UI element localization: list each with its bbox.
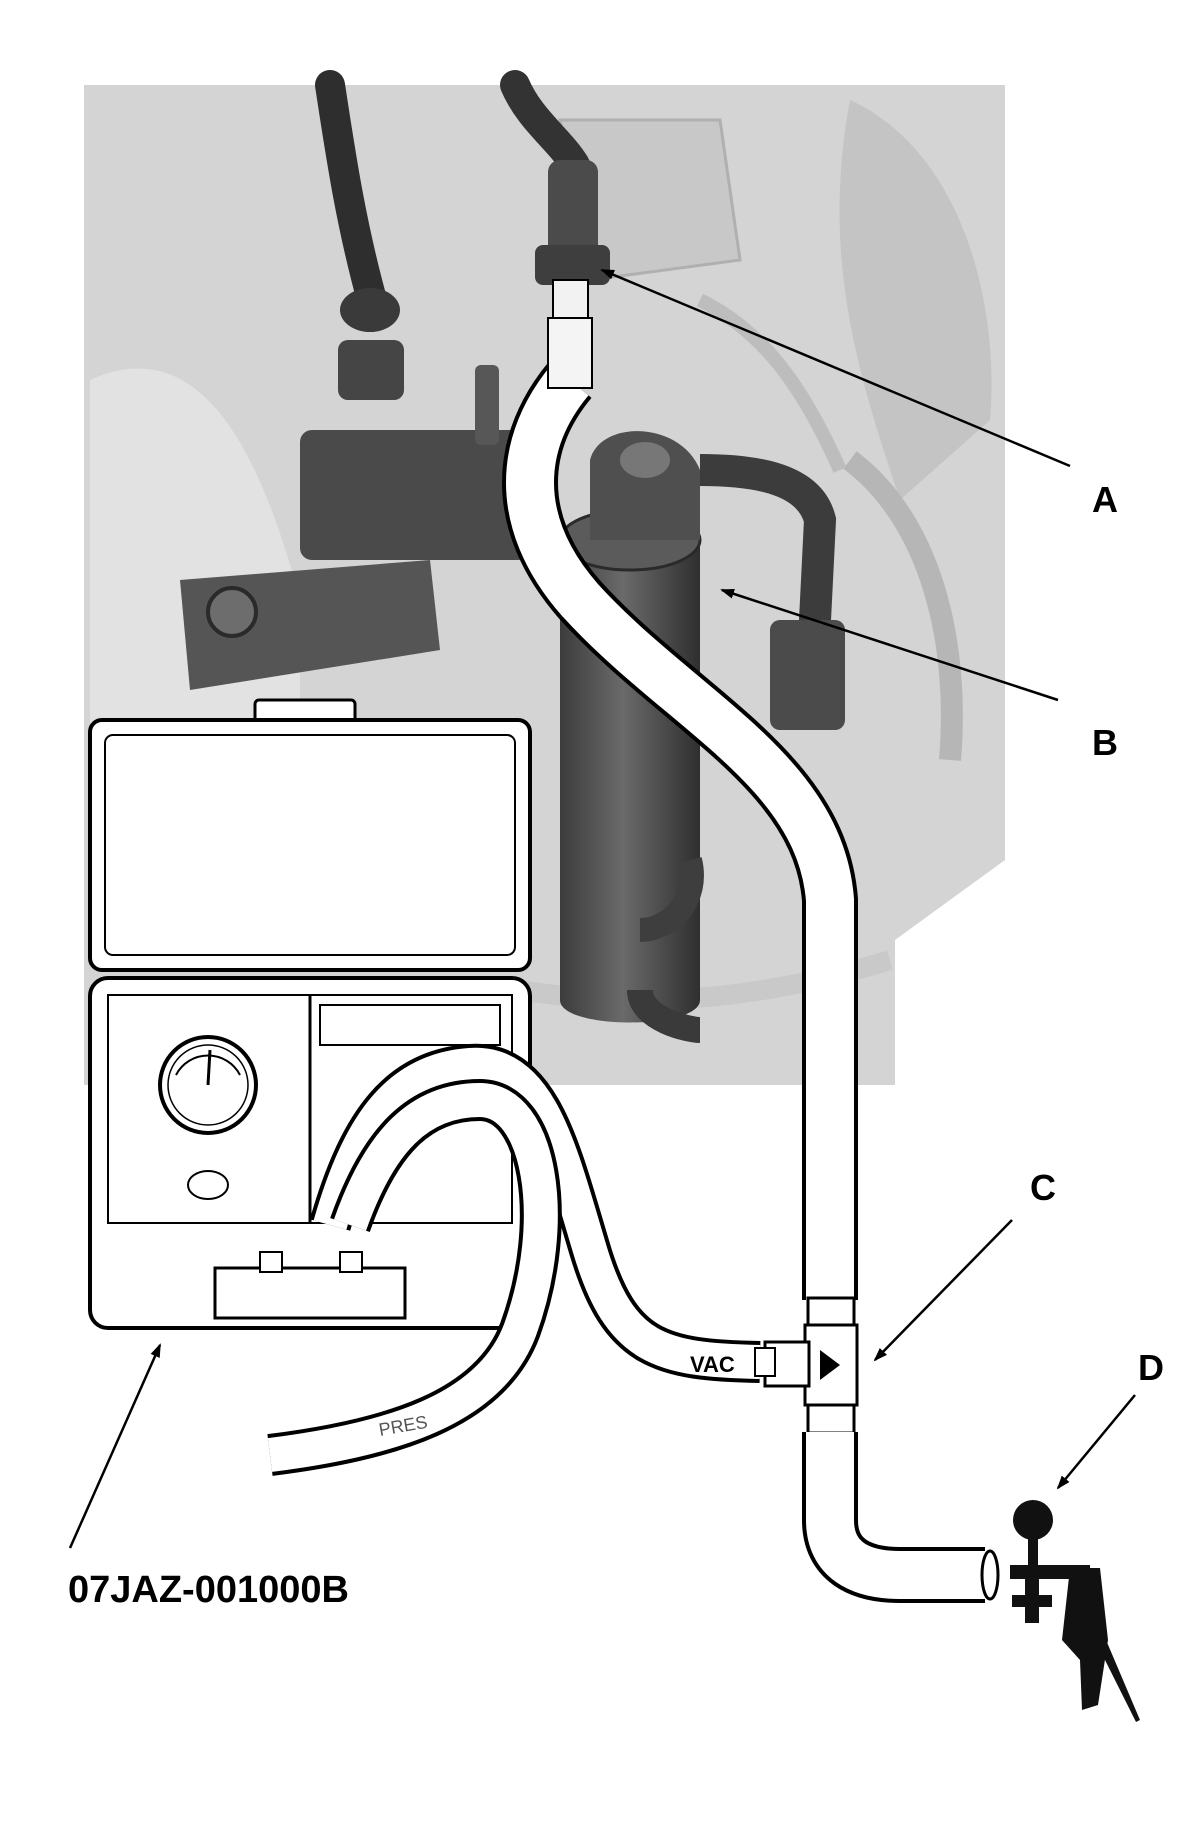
vac-marking: VAC (690, 1352, 735, 1377)
arrow-c (873, 1219, 1013, 1362)
purge-line-a (500, 70, 610, 321)
test-hose-lower (802, 1432, 1000, 1603)
vent-hose-left (315, 70, 404, 400)
tee-fitting-c (763, 1296, 859, 1435)
tool-number-label: 07JAZ-001000B (68, 1569, 349, 1611)
leader-lines (68, 268, 1136, 1549)
evap-tester-case (88, 698, 532, 1330)
vacuum-pump-d (1010, 1500, 1140, 1722)
arrow-b (720, 588, 1059, 702)
label-b: B (1092, 722, 1118, 763)
tester-hoses (267, 1043, 776, 1476)
label-a: A (1092, 479, 1118, 520)
label-c: C (1030, 1167, 1056, 1208)
label-d: D (1138, 1347, 1164, 1388)
test-hose-main (502, 317, 858, 1300)
arrow-tool (68, 1343, 162, 1549)
arrow-a (600, 268, 1071, 468)
arrow-d (1056, 1394, 1136, 1490)
